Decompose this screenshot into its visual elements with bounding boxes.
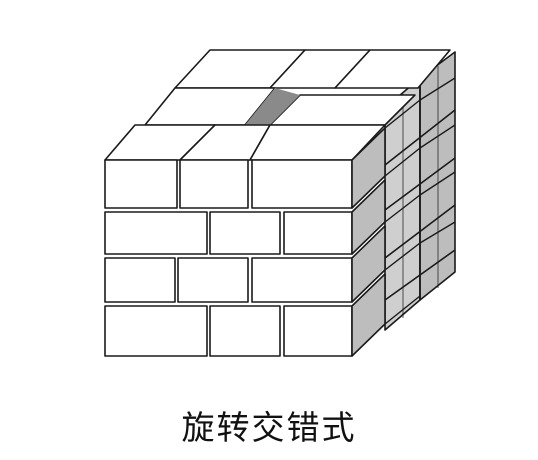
brick (104, 211, 208, 255)
mortar-lines (384, 77, 456, 325)
brick (104, 305, 208, 357)
brick (209, 211, 281, 255)
brick (283, 305, 353, 357)
course-ends (351, 127, 386, 357)
brick-stack-diagram (104, 49, 456, 357)
top-brick (334, 49, 451, 89)
brick (283, 211, 353, 255)
side-faces (384, 51, 456, 331)
brick (104, 257, 176, 303)
brick (251, 257, 353, 303)
brick (104, 159, 178, 209)
figure-caption: 旋转交错式 (181, 408, 357, 447)
brick (209, 305, 281, 357)
brick (251, 159, 353, 209)
top-gap (245, 88, 300, 125)
brick (177, 257, 249, 303)
brick (179, 159, 249, 209)
top-layer (104, 49, 451, 161)
front-face (104, 159, 353, 357)
